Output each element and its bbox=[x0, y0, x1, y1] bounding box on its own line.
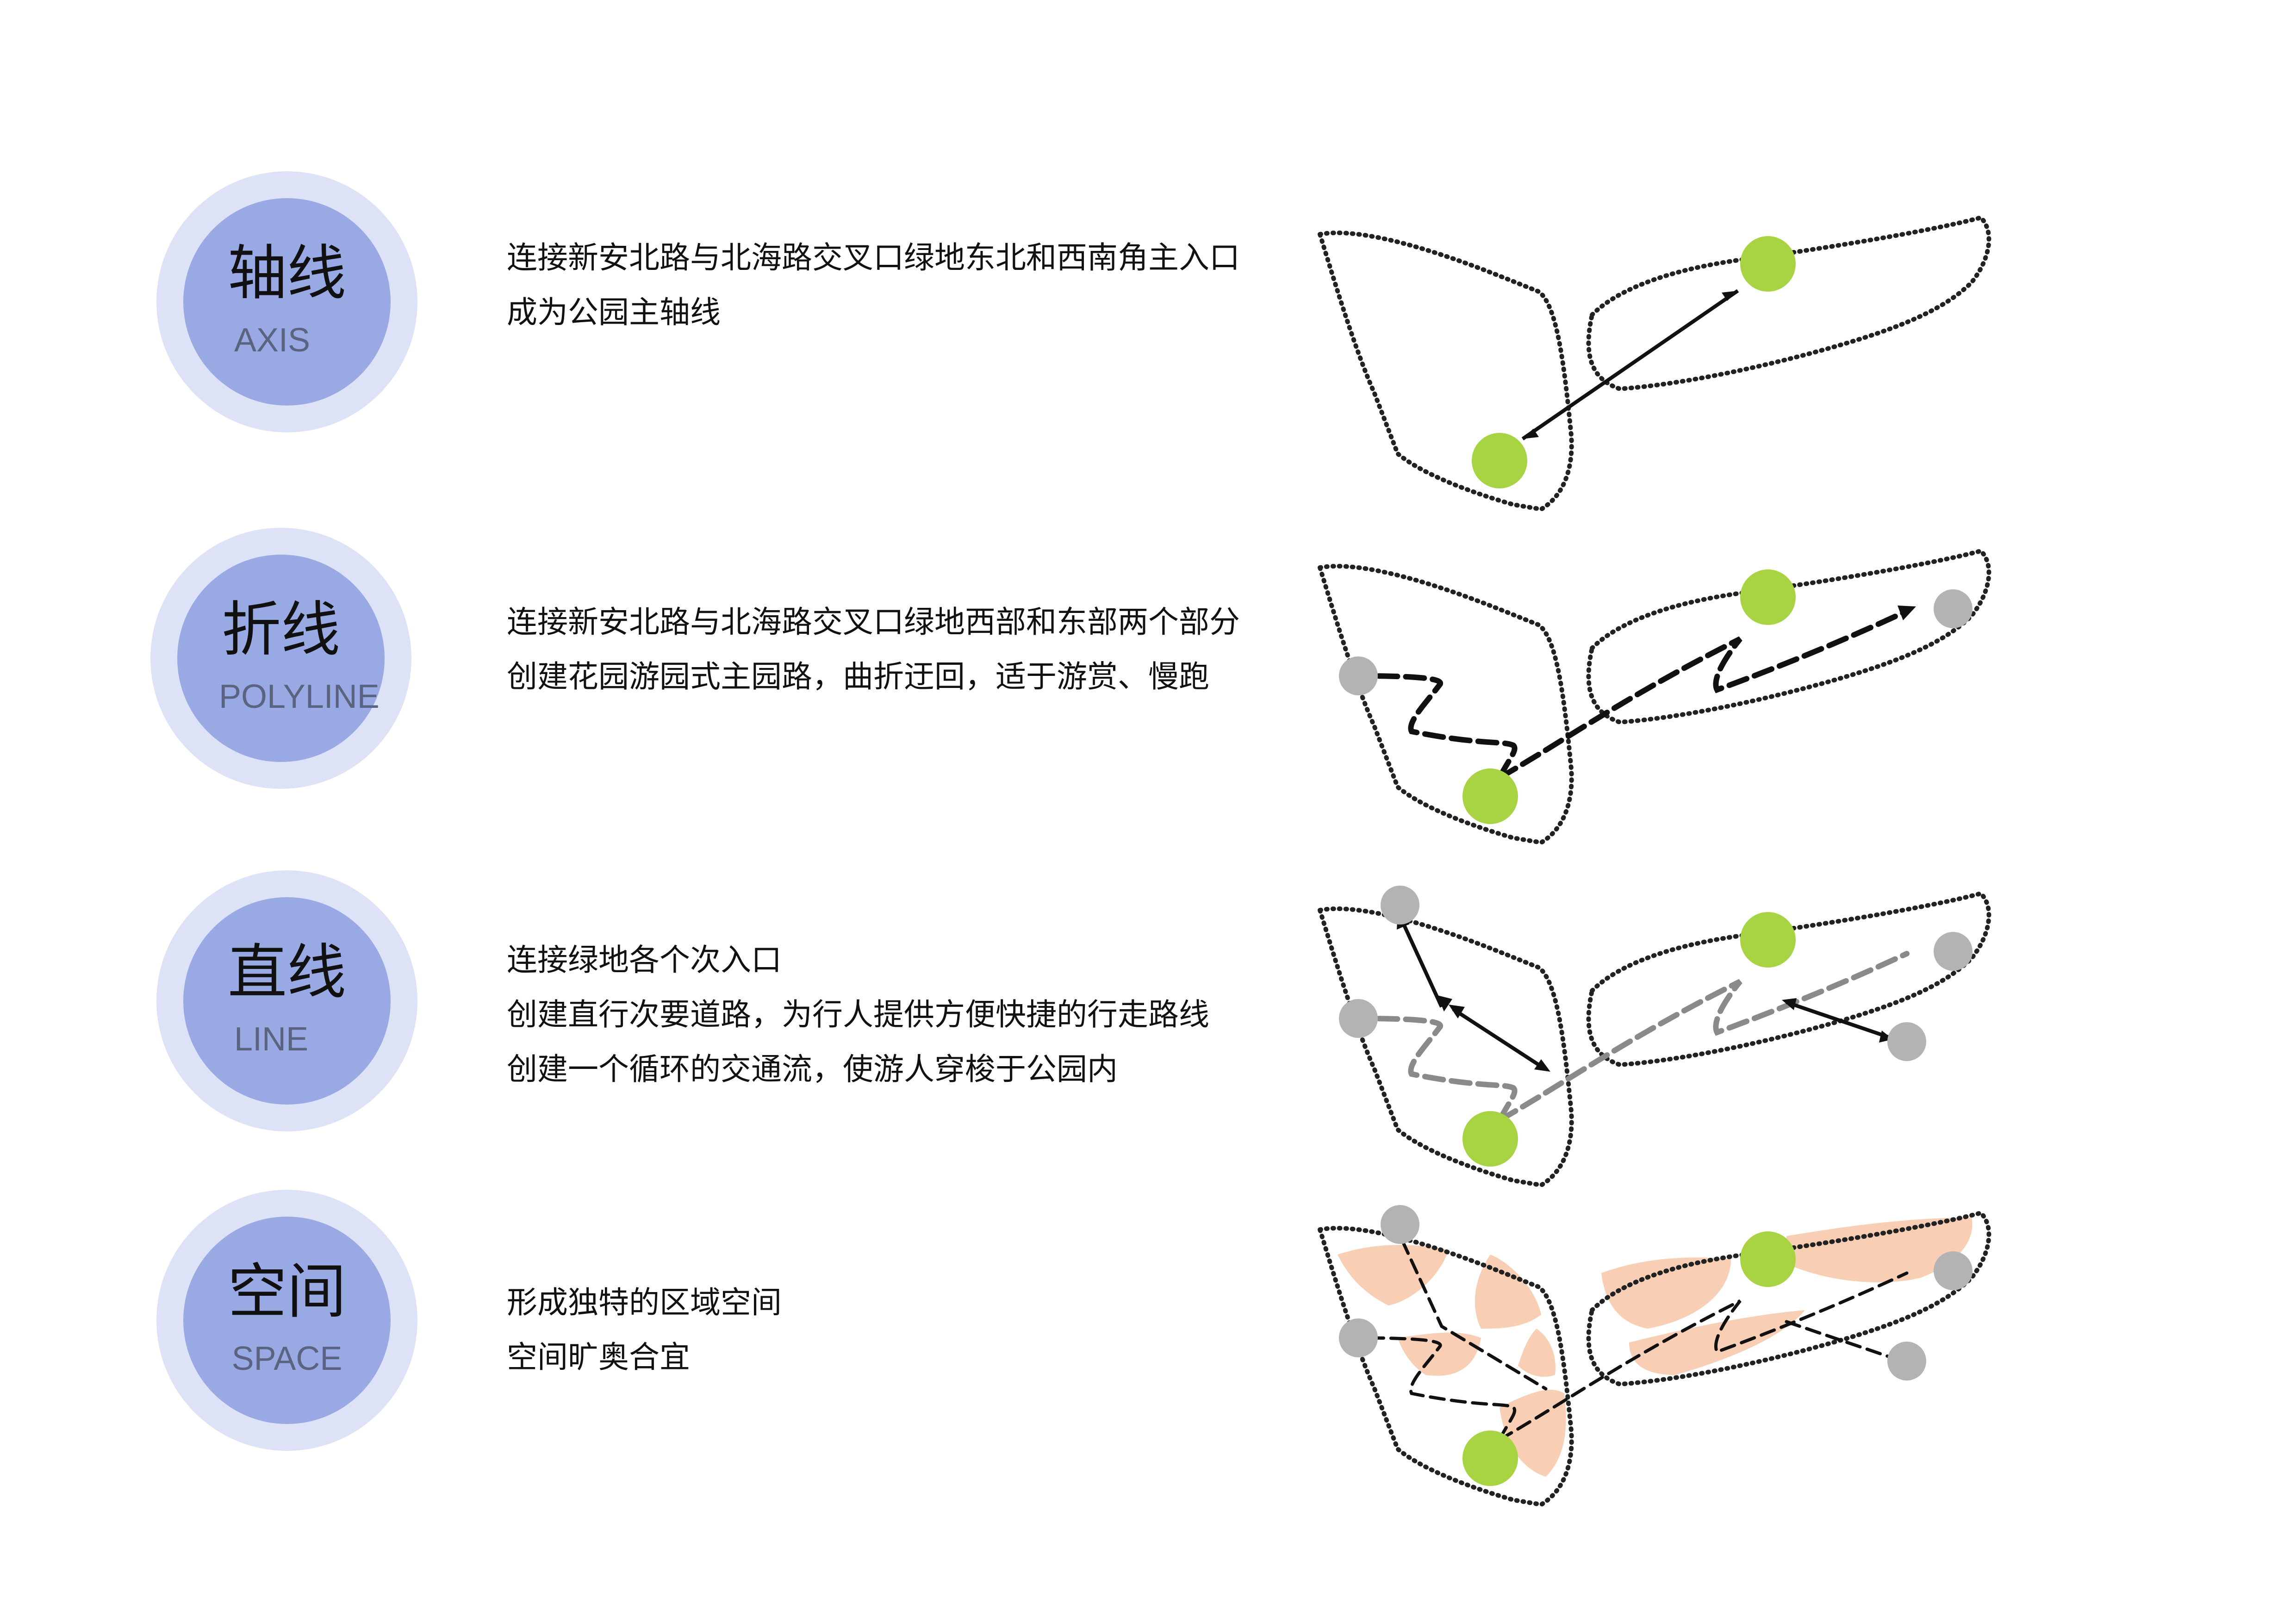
space-zone-west-2 bbox=[1475, 1255, 1541, 1329]
direct-path-1 bbox=[1400, 920, 1444, 1008]
space-badge-core: 空间 SPACE bbox=[183, 1217, 391, 1424]
row-space: 空间 SPACE 形成独特的区域空间 空间旷奥合宜 bbox=[0, 1190, 2296, 1542]
axis-desc-line-1: 连接新安北路与北海路交叉口绿地东北和西南角主入口 bbox=[507, 240, 1240, 275]
arrowhead-ne bbox=[1722, 291, 1738, 301]
axis-diagram bbox=[1317, 215, 1991, 512]
space-title-en: SPACE bbox=[231, 1340, 342, 1377]
arrowhead-2 bbox=[1437, 995, 1452, 1012]
row-polyline: 折线 POLYLINE 连接新安北路与北海路交叉口绿地西部和东部两个部分 创建花… bbox=[0, 528, 2296, 880]
main-entrance-ne bbox=[1740, 569, 1796, 625]
secondary-loop-route bbox=[1358, 951, 1910, 1123]
park-west-outline bbox=[1317, 1226, 1574, 1507]
line-badge-core: 直线 LINE bbox=[183, 897, 391, 1105]
park-west-outline bbox=[1317, 564, 1574, 845]
space-desc-line-1: 形成独特的区域空间 bbox=[507, 1285, 782, 1320]
main-entrance-sw bbox=[1462, 768, 1518, 824]
arrowhead-3 bbox=[1449, 1005, 1465, 1018]
axis-title-en: AXIS bbox=[234, 322, 311, 359]
space-badge: 空间 SPACE bbox=[156, 1190, 417, 1451]
polyline-badge: 折线 POLYLINE bbox=[150, 528, 411, 789]
line-diagram bbox=[1317, 886, 1991, 1188]
line-badge: 直线 LINE bbox=[156, 870, 417, 1131]
park-west-outline bbox=[1317, 906, 1574, 1188]
space-zone-east-1 bbox=[1601, 1257, 1731, 1329]
axis-badge: 轴线 AXIS bbox=[156, 171, 417, 432]
park-west-outline bbox=[1317, 231, 1574, 512]
secondary-entrance-west bbox=[1339, 656, 1378, 695]
polyline-desc-line-2: 创建花园游园式主园路，曲折迂回，适于游赏、慢跑 bbox=[507, 659, 1209, 694]
space-title-zh: 空间 bbox=[227, 1257, 346, 1326]
arrowhead-4 bbox=[1534, 1059, 1550, 1072]
line-desc-line-3: 创建一个循环的交通流，使游人穿梭于公园内 bbox=[507, 1051, 1118, 1087]
space-zone-west-1 bbox=[1338, 1245, 1449, 1305]
park-east-outline bbox=[1586, 891, 1991, 1068]
secondary-entrance-nw bbox=[1381, 1205, 1419, 1244]
row-axis: 轴线 AXIS 连接新安北路与北海路交叉口绿地东北和西南角主入口 成为公园主轴线 bbox=[0, 171, 2296, 523]
main-entrance-sw bbox=[1472, 433, 1527, 488]
space-zone-west-3 bbox=[1398, 1332, 1481, 1376]
secondary-entrance-west bbox=[1339, 999, 1378, 1038]
polyline-desc-line-1: 连接新安北路与北海路交叉口绿地西部和东部两个部分 bbox=[507, 604, 1240, 640]
main-entrance-sw bbox=[1462, 1430, 1518, 1486]
polyline-diagram bbox=[1317, 548, 1991, 845]
axis-description: 连接新安北路与北海路交叉口绿地东北和西南角主入口 成为公园主轴线 bbox=[507, 231, 1321, 340]
main-entrance-sw bbox=[1462, 1111, 1518, 1167]
line-title-en: LINE bbox=[234, 1021, 309, 1058]
polyline-route-west bbox=[1358, 673, 1518, 781]
polyline-title-en: POLYLINE bbox=[219, 678, 380, 715]
space-desc-line-2: 空间旷奥合宜 bbox=[507, 1339, 690, 1375]
main-axis-arrow bbox=[1521, 289, 1739, 441]
space-route-network bbox=[1359, 1239, 1909, 1442]
polyline-description: 连接新安北路与北海路交叉口绿地西部和东部两个部分 创建花园游园式主园路，曲折迂回… bbox=[507, 595, 1321, 704]
main-entrance-ne bbox=[1740, 1231, 1796, 1287]
space-description: 形成独特的区域空间 空间旷奥合宜 bbox=[507, 1275, 1321, 1385]
axis-desc-line-2: 成为公园主轴线 bbox=[507, 294, 721, 330]
secondary-entrance-east bbox=[1934, 589, 1972, 628]
row-line: 直线 LINE 连接绿地各个次入口 创建直行次要道路，为行人提供方便快捷的行走路… bbox=[0, 870, 2296, 1222]
line-desc-line-2: 创建直行次要道路，为行人提供方便快捷的行走路线 bbox=[507, 997, 1209, 1032]
secondary-entrance-east bbox=[1934, 932, 1972, 971]
park-east-outline bbox=[1586, 548, 1991, 725]
arrowhead-east bbox=[1898, 606, 1916, 620]
line-title-zh: 直线 bbox=[227, 938, 346, 1007]
main-entrance-ne bbox=[1740, 912, 1796, 968]
space-zone-west-4 bbox=[1518, 1329, 1556, 1377]
axis-title-zh: 轴线 bbox=[227, 239, 346, 308]
direct-path-3 bbox=[1786, 1000, 1889, 1039]
main-entrance-ne bbox=[1740, 236, 1796, 292]
secondary-entrance-se bbox=[1887, 1342, 1926, 1380]
space-diagram bbox=[1317, 1205, 1991, 1507]
polyline-title-zh: 折线 bbox=[221, 595, 340, 664]
space-zone-east-2 bbox=[1786, 1218, 1972, 1282]
arrowhead-5 bbox=[1782, 998, 1797, 1010]
secondary-entrance-se bbox=[1887, 1022, 1926, 1061]
arrowhead-sw bbox=[1523, 429, 1539, 439]
secondary-entrance-west bbox=[1339, 1318, 1378, 1357]
polyline-badge-core: 折线 POLYLINE bbox=[177, 555, 385, 762]
axis-badge-core: 轴线 AXIS bbox=[183, 198, 391, 406]
park-east-outline bbox=[1586, 215, 1991, 392]
line-description: 连接绿地各个次入口 创建直行次要道路，为行人提供方便快捷的行走路线 创建一个循环… bbox=[507, 933, 1321, 1097]
secondary-entrance-nw bbox=[1381, 886, 1419, 924]
line-desc-line-1: 连接绿地各个次入口 bbox=[507, 942, 782, 978]
polyline-route-east bbox=[1497, 608, 1910, 781]
secondary-entrance-east bbox=[1934, 1251, 1972, 1290]
direct-path-2 bbox=[1452, 1007, 1547, 1071]
